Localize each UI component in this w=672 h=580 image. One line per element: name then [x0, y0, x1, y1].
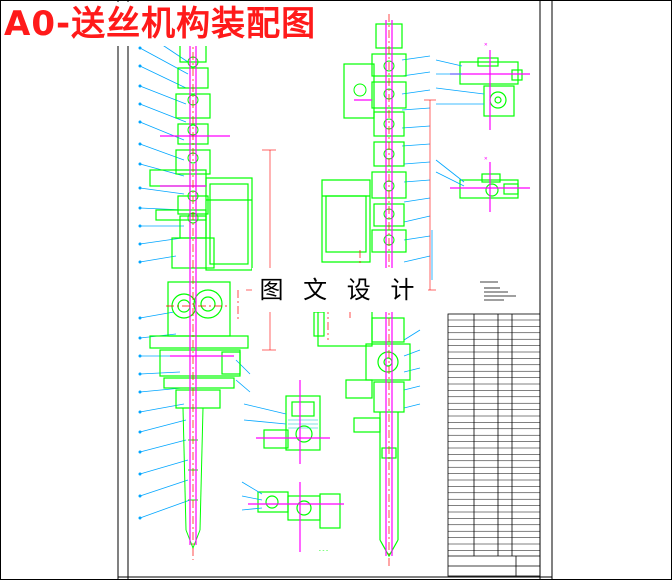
- leader-lines-right: [401, 55, 433, 409]
- leader-lines-left: [139, 29, 251, 519]
- technical-notes-block: [480, 281, 516, 301]
- side-column-bodies: [343, 23, 407, 253]
- main-view-left: [138, 20, 276, 560]
- side-gearbox-lower: [345, 317, 411, 558]
- shaft-left: [160, 30, 234, 545]
- parts-list-rows: [448, 319, 540, 551]
- leader-balloons-left: [138, 28, 142, 520]
- gearbox-left: [149, 281, 249, 409]
- dimension-lines-left: [246, 149, 276, 351]
- motor-housing: [149, 169, 253, 271]
- svg-text:✕: ✕: [484, 155, 488, 162]
- dimension-lines-side: [424, 99, 436, 291]
- detail-view-top-right: ✕: [435, 41, 530, 130]
- watermark-text: 图 文 设 计: [252, 268, 428, 312]
- detail-view-gear-center: [243, 380, 330, 464]
- svg-text:---: ---: [318, 547, 329, 554]
- svg-text:✕: ✕: [484, 41, 488, 48]
- centerlines-left: [166, 20, 239, 560]
- detail-view-middle-right: ✕: [435, 155, 530, 212]
- motor-side: [313, 179, 373, 347]
- detail-view-bottom-center: ---: [241, 481, 344, 554]
- drawing-title: A0-送丝机构装配图: [4, 2, 323, 46]
- parts-list-table: [447, 313, 541, 577]
